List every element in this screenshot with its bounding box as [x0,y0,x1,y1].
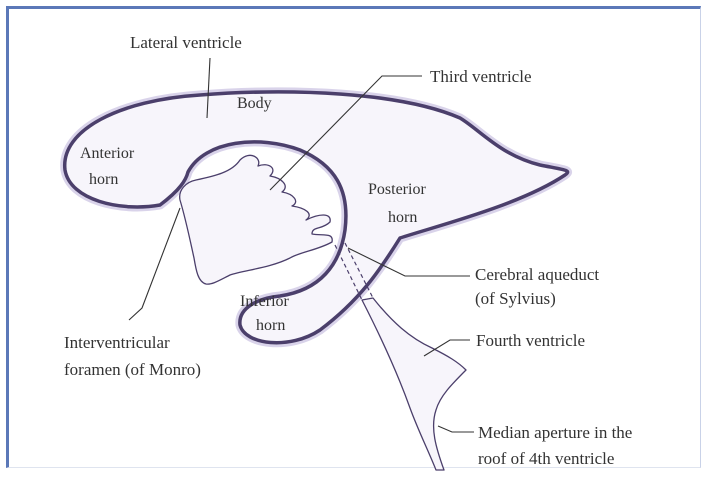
label-body: Body [237,95,272,112]
leader-interventricular-foramen [129,208,180,320]
label-median-aperture-line1: Median aperture in the [478,423,632,442]
label-fourth-ventricle: Fourth ventricle [476,331,585,350]
leader-median-aperture [438,426,474,432]
label-inferior-horn-line1: Inferior [240,293,290,310]
label-median-aperture-line2: roof of 4th ventricle [478,449,614,468]
label-lateral-ventricle: Lateral ventricle [130,33,242,52]
third-ventricle-shape [180,155,333,284]
label-interventricular-line2: foramen (of Monro) [64,360,201,379]
label-posterior-horn-line1: Posterior [368,181,426,198]
label-posterior-horn-line2: horn [388,209,417,226]
label-interventricular-line1: Interventricular [64,333,170,352]
label-cerebral-aqueduct-line1: Cerebral aqueduct [475,265,599,284]
fourth-ventricle-shape [362,298,466,470]
label-third-ventricle: Third ventricle [430,67,532,86]
label-cerebral-aqueduct-line2: (of Sylvius) [475,289,556,308]
label-inferior-horn-line2: horn [256,317,285,334]
label-anterior-horn-line1: Anterior [80,145,135,162]
label-anterior-horn-line2: horn [89,171,118,188]
